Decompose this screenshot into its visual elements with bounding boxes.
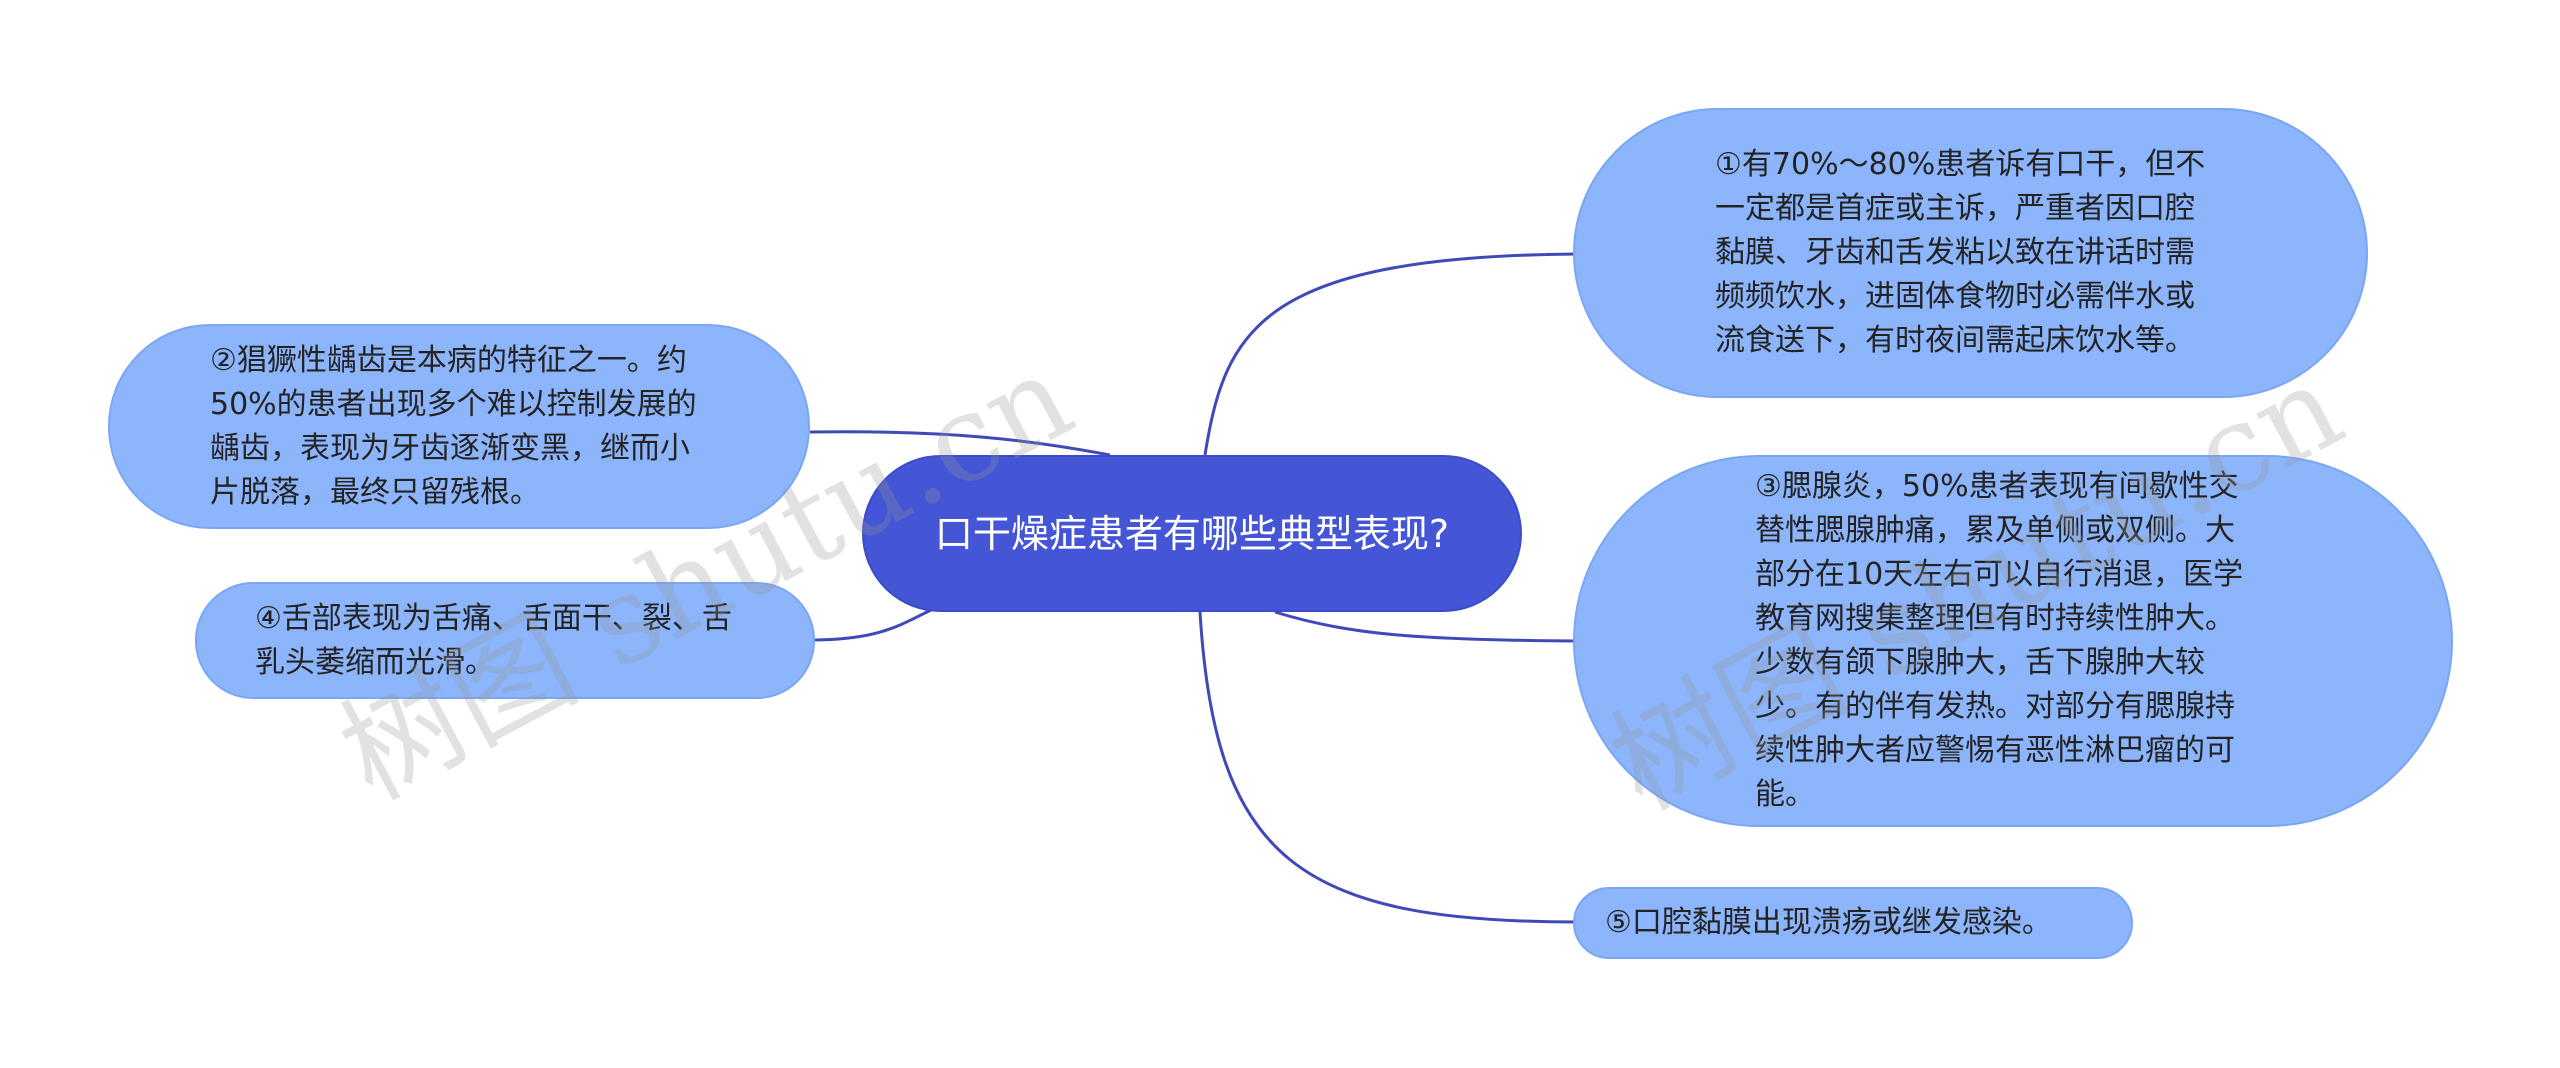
branch-node-4-label: ④舌部表现为舌痛、舌面干、裂、舌乳头萎缩而光滑。	[255, 600, 732, 680]
branch-node-1[interactable]: ①有70%～80%患者诉有口干，但不一定都是首症或主诉，严重者因口腔黏膜、牙齿和…	[1573, 108, 2368, 398]
branch-node-5[interactable]: ⑤口腔黏膜出现溃疡或继发感染。	[1573, 887, 2133, 959]
branch-node-2[interactable]: ②猖獗性龋齿是本病的特征之一。约50%的患者出现多个难以控制发展的龋齿，表现为牙…	[108, 324, 810, 529]
connector-b4	[809, 606, 936, 642]
branch-node-5-label: ⑤口腔黏膜出现溃疡或继发感染。	[1605, 905, 2052, 940]
branch-node-3-label: ③腮腺炎，50%患者表现有间歇性交替性腮腺肿痛，累及单侧或双侧。大部分在10天左…	[1755, 469, 2244, 812]
branch-node-1-label: ①有70%～80%患者诉有口干，但不一定都是首症或主诉，严重者因口腔黏膜、牙齿和…	[1715, 147, 2206, 358]
connector-b1	[1203, 252, 1586, 456]
connector-b3	[1274, 610, 1576, 643]
root-topic[interactable]: 口干燥症患者有哪些典型表现?	[862, 455, 1522, 612]
branch-node-3[interactable]: ③腮腺炎，50%患者表现有间歇性交替性腮腺肿痛，累及单侧或双侧。大部分在10天左…	[1573, 455, 2453, 827]
branch-node-4[interactable]: ④舌部表现为舌痛、舌面干、裂、舌乳头萎缩而光滑。	[195, 582, 815, 699]
branch-node-2-label: ②猖獗性龋齿是本病的特征之一。约50%的患者出现多个难以控制发展的龋齿，表现为牙…	[210, 342, 697, 510]
connector-b5	[1198, 611, 1579, 924]
connector-b2	[809, 430, 1111, 457]
root-topic-label: 口干燥症患者有哪些典型表现?	[934, 511, 1450, 556]
